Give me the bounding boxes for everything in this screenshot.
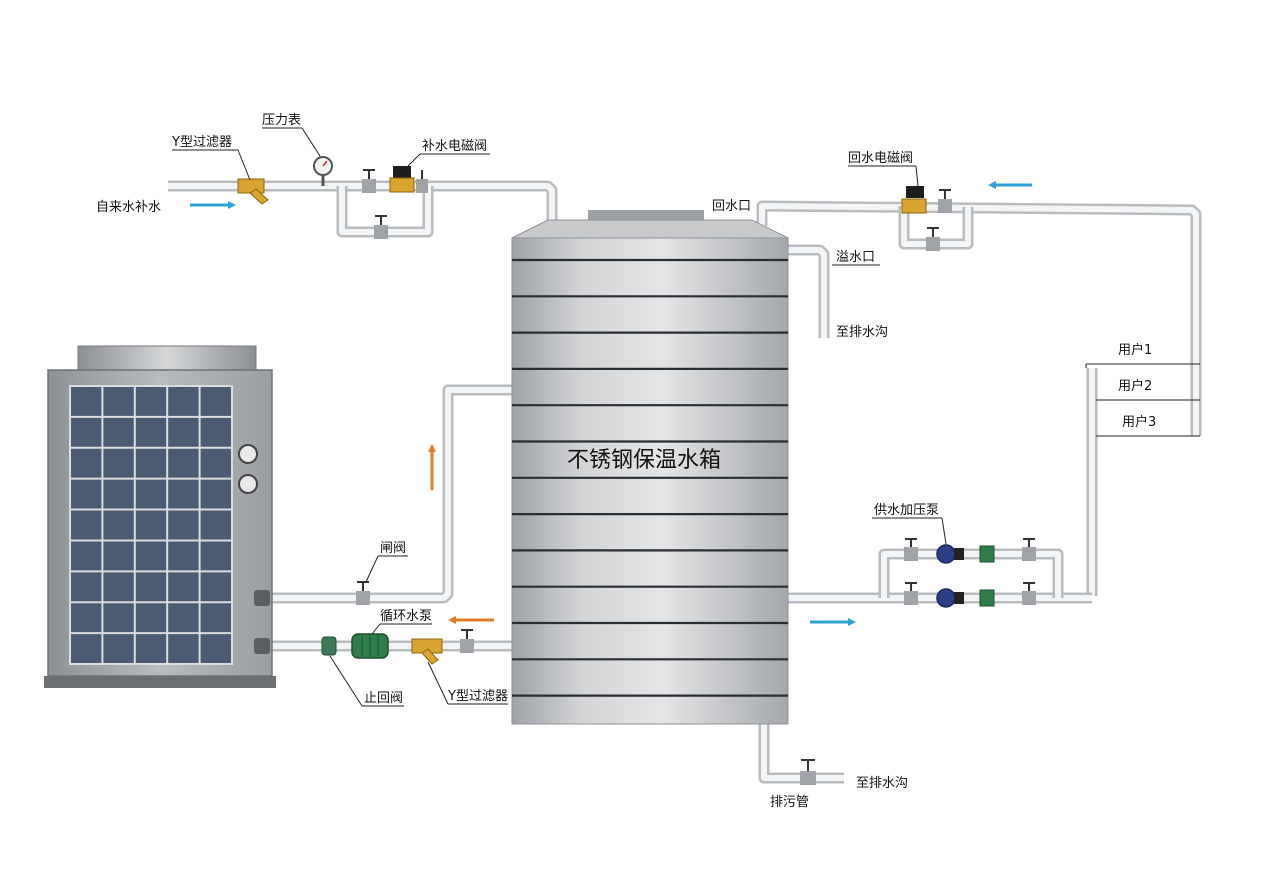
flow-arrow-icon	[810, 618, 856, 626]
y-filter-bottom-icon	[411, 638, 443, 665]
label-gate-valve: 闸阀	[380, 541, 406, 556]
heat-pump-base	[44, 676, 276, 688]
check-valve-icon	[321, 636, 337, 656]
users-block	[1085, 363, 1200, 437]
flow-arrow-icon	[988, 181, 1032, 189]
valve-icon	[362, 169, 376, 193]
tank-body	[511, 237, 789, 725]
label-user-1: 用户1	[1118, 342, 1152, 358]
label-y-filter-top: Y型过滤器	[171, 135, 232, 150]
label-overflow-port: 溢水口	[836, 250, 875, 265]
tank-roof	[511, 219, 789, 239]
label-pressure-gauge: 压力表	[262, 113, 301, 128]
label-y-filter-bottom: Y型过滤器	[447, 689, 508, 704]
tank-bands	[512, 258, 788, 697]
pressure-dial-icon	[238, 444, 258, 464]
makeup-solenoid-valve-icon	[389, 166, 415, 193]
flow-arrow-icon	[448, 616, 494, 624]
labels: 自来水补水 Y型过滤器 压力表 补水电磁阀 回水电磁阀 回水口 溢水口 至排水沟…	[96, 113, 1156, 810]
heat-pump-coil-panel	[69, 385, 233, 665]
booster-pump-lower	[904, 582, 1036, 608]
valve-icon	[938, 189, 952, 213]
label-makeup-solenoid: 补水电磁阀	[422, 139, 487, 154]
sewage-valve-icon	[800, 759, 816, 785]
valve-icon	[416, 170, 428, 193]
tank-title: 不锈钢保温水箱	[567, 448, 721, 473]
tank-lid	[588, 210, 704, 220]
label-leaders	[172, 127, 947, 707]
pressure-dial-icon	[238, 474, 258, 494]
heat-pump-outlet-connector	[254, 590, 270, 606]
valve-icon	[460, 629, 474, 653]
y-filter-top	[237, 178, 269, 205]
return-solenoid-valve-icon	[901, 186, 927, 214]
label-check-valve: 止回阀	[364, 691, 403, 706]
heat-pump-unit	[44, 345, 276, 688]
valve-icon	[374, 215, 388, 239]
pressure-gauge-icon	[313, 156, 333, 186]
gate-valve-icon	[356, 581, 370, 605]
label-to-drain-bottom: 至排水沟	[856, 776, 908, 791]
heat-pump-grille	[70, 386, 232, 664]
valve-icon	[926, 227, 940, 251]
label-circulation-pump: 循环水泵	[380, 609, 432, 624]
flow-arrow-icon	[428, 444, 436, 490]
label-booster-pump: 供水加压泵	[874, 503, 939, 518]
insulated-water-tank: 不锈钢保温水箱	[511, 210, 789, 725]
heat-pump-inlet-connector	[254, 638, 270, 654]
label-sewage-pipe: 排污管	[770, 795, 809, 810]
label-user-2: 用户2	[1118, 378, 1152, 394]
circulation-pump-icon	[351, 633, 389, 659]
label-return-port: 回水口	[712, 199, 751, 214]
label-return-solenoid: 回水电磁阀	[848, 151, 913, 166]
flow-arrow-icon	[190, 201, 236, 209]
label-to-drain-top: 至排水沟	[836, 325, 888, 340]
label-tap-water-in: 自来水补水	[96, 200, 161, 215]
label-user-3: 用户3	[1122, 414, 1156, 430]
booster-pump-upper	[904, 538, 1036, 564]
